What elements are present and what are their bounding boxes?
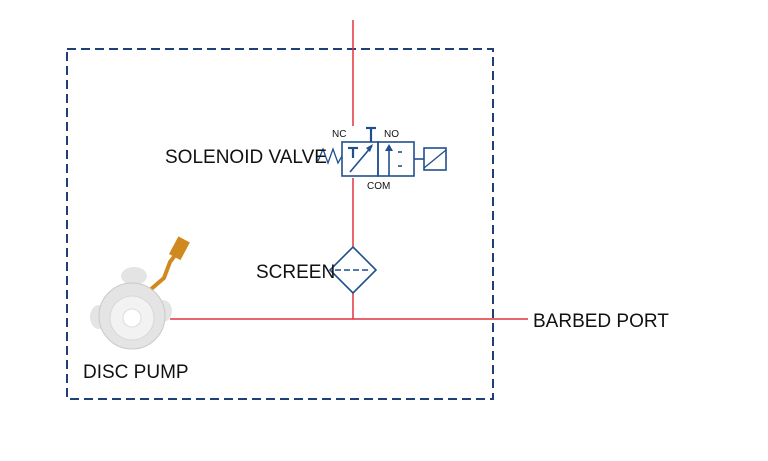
- filter-diamond: [328, 245, 378, 295]
- pipes: [170, 20, 528, 320]
- barbed-port-label: BARBED PORT: [533, 311, 669, 332]
- solenoid-valve-label: SOLENOID VALVE: [165, 147, 327, 168]
- screen-label: SCREEN: [256, 262, 335, 283]
- valve-flow-arrowhead-right: [385, 144, 393, 151]
- solenoid-actuator-icon: [423, 147, 447, 171]
- solenoid-coil-line: [423, 149, 447, 169]
- filter-screen-icon: [328, 245, 378, 295]
- pump-ribbon-connector: [169, 236, 190, 261]
- disc-pump-image: [90, 236, 190, 350]
- valve-flow-arrowhead: [366, 144, 373, 152]
- pump-tab-top: [121, 267, 147, 285]
- valve-port-no-label: NO: [384, 129, 399, 140]
- disc-pump-label: DISC PUMP: [83, 362, 189, 383]
- pump-hub: [122, 308, 142, 328]
- valve-port-nc-label: NC: [332, 129, 346, 140]
- solenoid-valve-symbol: [317, 126, 447, 177]
- valve-position-right: [377, 141, 415, 177]
- enclosure-boundary: [66, 48, 494, 400]
- valve-port-com-label: COM: [367, 181, 390, 192]
- spring-return-icon: [317, 147, 343, 165]
